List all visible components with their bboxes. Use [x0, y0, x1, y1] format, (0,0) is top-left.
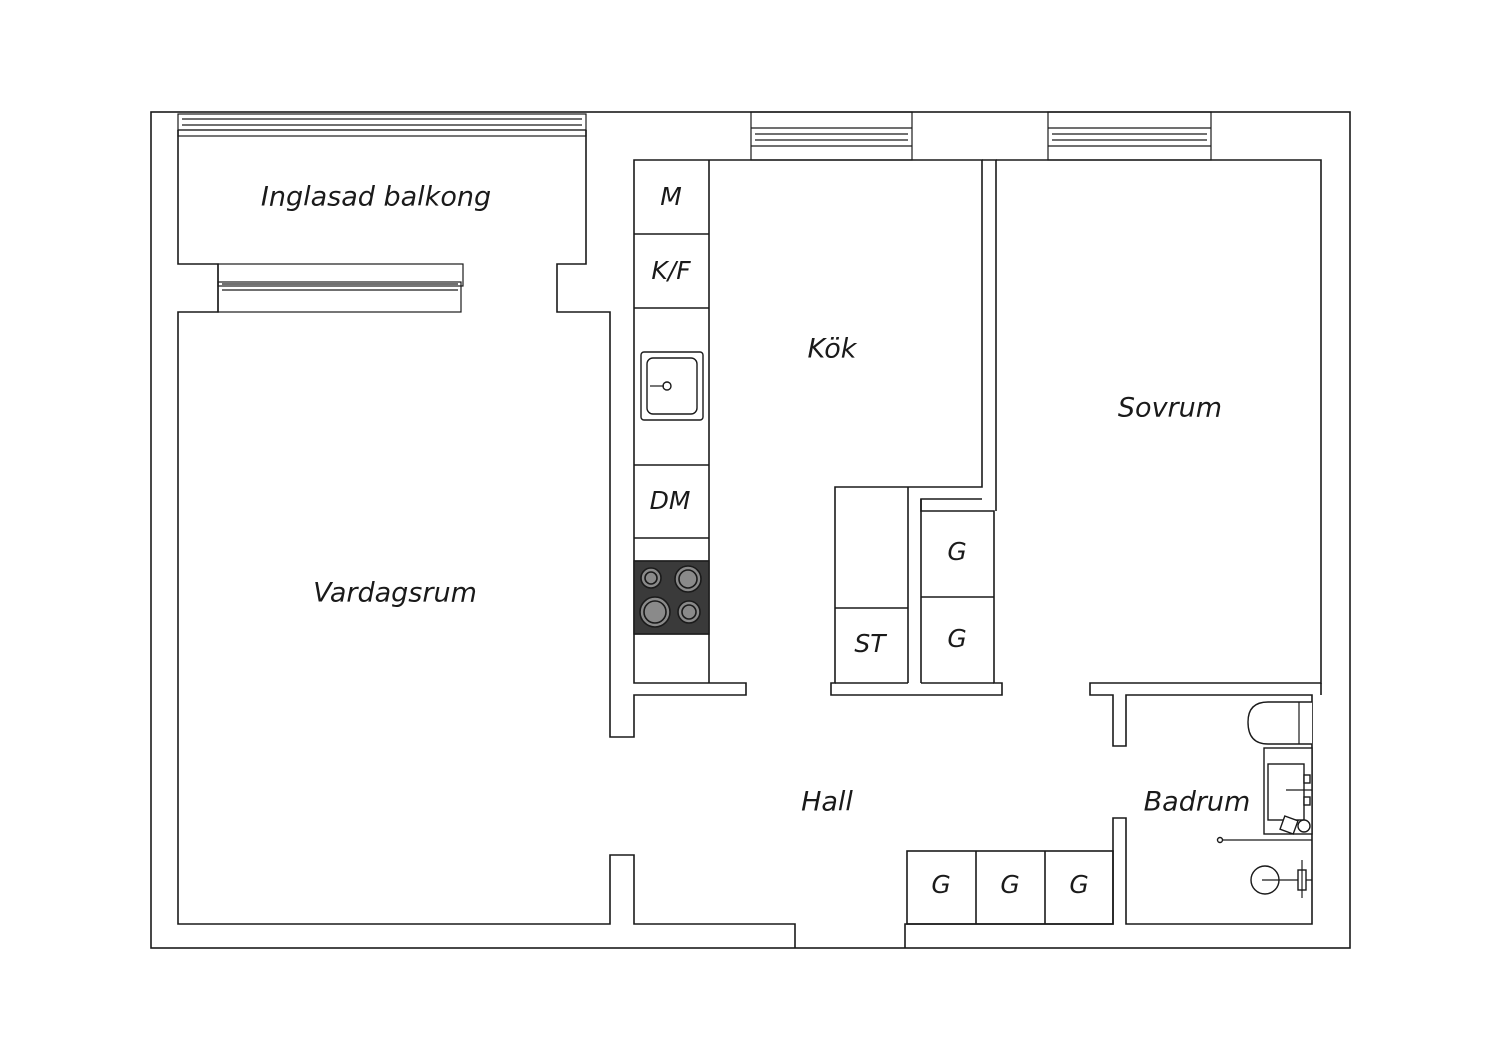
- kitchen-window: [750, 111, 913, 161]
- wardrobe-label: G: [1069, 870, 1088, 899]
- wardrobe-label: G: [947, 624, 966, 653]
- storage-cabinet: [835, 487, 909, 684]
- living-room-window: [217, 263, 464, 313]
- appliance-label-storage: ST: [854, 629, 887, 658]
- living-room-walls: [177, 130, 796, 948]
- wardrobe-label: G: [931, 870, 950, 899]
- room-label-living: Vardagsrum: [313, 578, 477, 609]
- balcony-window: [177, 113, 587, 137]
- outer-wall: [150, 111, 1351, 949]
- room-label-bedroom: Sovrum: [1118, 393, 1222, 424]
- wardrobe-kitchen: [920, 499, 994, 684]
- bedroom-walls: [904, 159, 1322, 948]
- room-label-bathroom: Badrum: [1144, 787, 1251, 818]
- kitchen-bedroom-wall: [982, 159, 997, 511]
- room-label-balcony: Inglasad balkong: [261, 182, 491, 213]
- wardrobe-label: G: [1000, 870, 1019, 899]
- bedroom-window: [1047, 111, 1212, 161]
- towel-rail-icon: [1216, 836, 1312, 844]
- kitchen-sink-icon: [640, 351, 704, 421]
- bathtub-icon: [1247, 701, 1312, 745]
- bathroom-sink-icon: [1263, 747, 1313, 835]
- appliance-label-fridge-freezer: K/F: [651, 256, 691, 285]
- kitchen-walls: [709, 159, 1003, 696]
- balcony-right-wall: [556, 130, 747, 738]
- room-label-hall: Hall: [801, 787, 853, 818]
- toilet-icon: [1250, 860, 1312, 898]
- appliance-label-microwave: M: [660, 182, 682, 211]
- appliance-label-dishwasher: DM: [650, 486, 691, 515]
- wardrobe-hall: [906, 850, 1114, 925]
- wardrobe-label: G: [947, 537, 966, 566]
- stove-icon: [633, 560, 710, 635]
- room-label-kitchen: Kök: [808, 334, 858, 365]
